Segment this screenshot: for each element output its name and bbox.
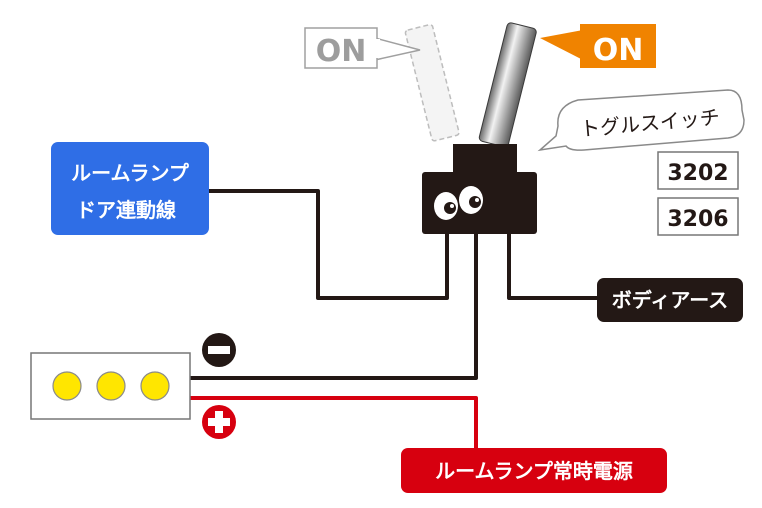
callout-bubble bbox=[537, 89, 745, 152]
model-number-2: 3206 bbox=[667, 207, 728, 232]
negative-wire-core bbox=[190, 232, 478, 380]
on-callout-pointer bbox=[540, 30, 583, 60]
toggle-switch bbox=[404, 22, 537, 234]
constant-power-label: ルームランプ常時電源 bbox=[401, 448, 667, 493]
off-state-callout: ON bbox=[304, 27, 421, 69]
wires bbox=[190, 187, 600, 452]
door-link-label: ルームランプ ドア連動線 bbox=[51, 142, 209, 235]
switch-eyes bbox=[434, 186, 483, 220]
switch-neck bbox=[453, 144, 517, 174]
model-number-1: 3202 bbox=[667, 161, 728, 186]
on-label: ON bbox=[593, 33, 644, 68]
door-link-line-1: ルームランプ bbox=[71, 161, 190, 185]
ghost-lever bbox=[404, 23, 460, 142]
door-link-line-2: ドア連動線 bbox=[76, 198, 176, 222]
body-earth-label: ボディアース bbox=[597, 278, 743, 322]
on-state-callout: ON bbox=[540, 24, 656, 68]
led-1 bbox=[52, 371, 82, 401]
body-earth-wire bbox=[505, 232, 600, 302]
door-link-box bbox=[51, 142, 209, 235]
led-2 bbox=[96, 371, 126, 401]
plus-circle-icon bbox=[202, 405, 236, 439]
model-numbers: 3202 3206 bbox=[657, 151, 739, 236]
on-box bbox=[580, 24, 656, 68]
door-link-wire bbox=[207, 187, 451, 302]
toggle-switch-callout: トグルスイッチ bbox=[537, 89, 745, 152]
model-box-1 bbox=[657, 151, 739, 190]
constant-power-text: ルームランプ常時電源 bbox=[435, 459, 633, 483]
constant-power-box bbox=[401, 448, 667, 493]
body-earth-text: ボディアース bbox=[612, 288, 728, 312]
active-lever bbox=[478, 22, 537, 148]
body-earth-wire-core bbox=[507, 232, 600, 300]
model-box-2 bbox=[657, 197, 739, 236]
ghost-on-label: ON bbox=[316, 34, 367, 69]
door-link-wire-core bbox=[207, 189, 449, 300]
minus-circle-icon bbox=[202, 333, 236, 367]
room-lamp bbox=[30, 352, 191, 420]
body-earth-box bbox=[597, 278, 743, 322]
positive-wire bbox=[190, 396, 478, 452]
led-3 bbox=[140, 371, 170, 401]
